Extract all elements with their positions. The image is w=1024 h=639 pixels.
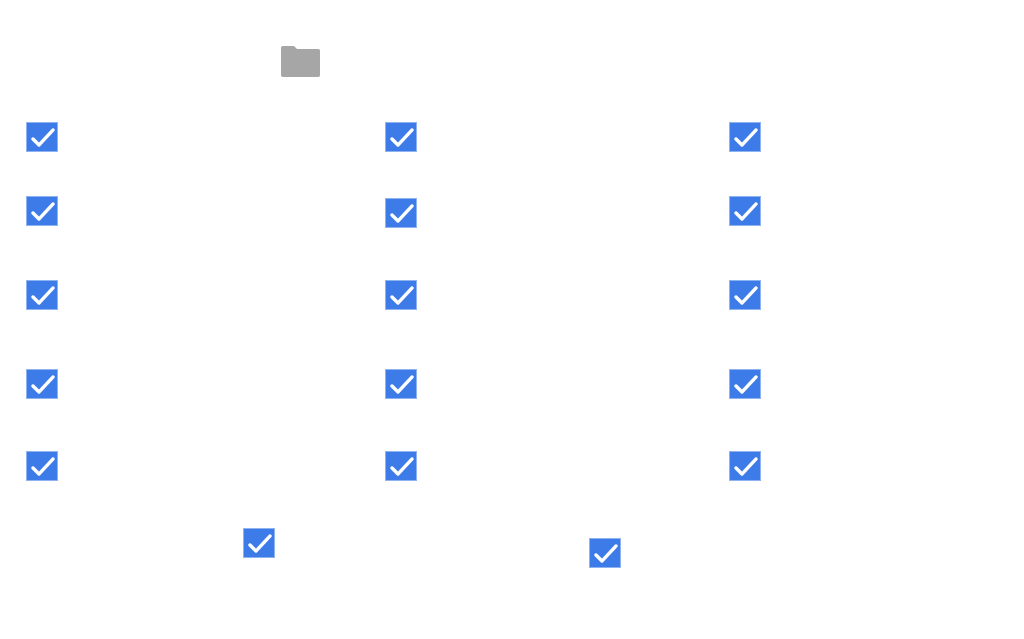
checkmark-icon [248,534,272,553]
checkmark-icon [390,457,414,476]
checkbox[interactable] [729,122,761,152]
checkmark-icon [734,286,758,305]
checkmark-icon [734,375,758,394]
checkmark-icon [734,457,758,476]
checkbox[interactable] [589,538,621,568]
checkmark-icon [734,128,758,147]
checkbox[interactable] [729,196,761,226]
folder-icon[interactable] [281,45,320,77]
checkbox[interactable] [729,369,761,399]
checkbox[interactable] [385,198,417,228]
checkbox[interactable] [385,280,417,310]
checkmark-icon [390,128,414,147]
checkmark-icon [390,204,414,223]
checkmark-icon [390,286,414,305]
checkbox[interactable] [729,280,761,310]
checkbox[interactable] [729,451,761,481]
checkbox[interactable] [26,369,58,399]
checkmark-icon [31,202,55,221]
checkbox[interactable] [385,122,417,152]
checkbox[interactable] [26,280,58,310]
checkmark-icon [390,375,414,394]
checkbox[interactable] [26,196,58,226]
checkbox[interactable] [26,122,58,152]
checkbox[interactable] [385,451,417,481]
checkbox[interactable] [243,528,275,558]
checkbox[interactable] [385,369,417,399]
checkmark-icon [594,544,618,563]
checkmark-icon [31,457,55,476]
checkmark-icon [31,128,55,147]
checkmark-icon [734,202,758,221]
checkmark-icon [31,286,55,305]
checkbox[interactable] [26,451,58,481]
checkmark-icon [31,375,55,394]
